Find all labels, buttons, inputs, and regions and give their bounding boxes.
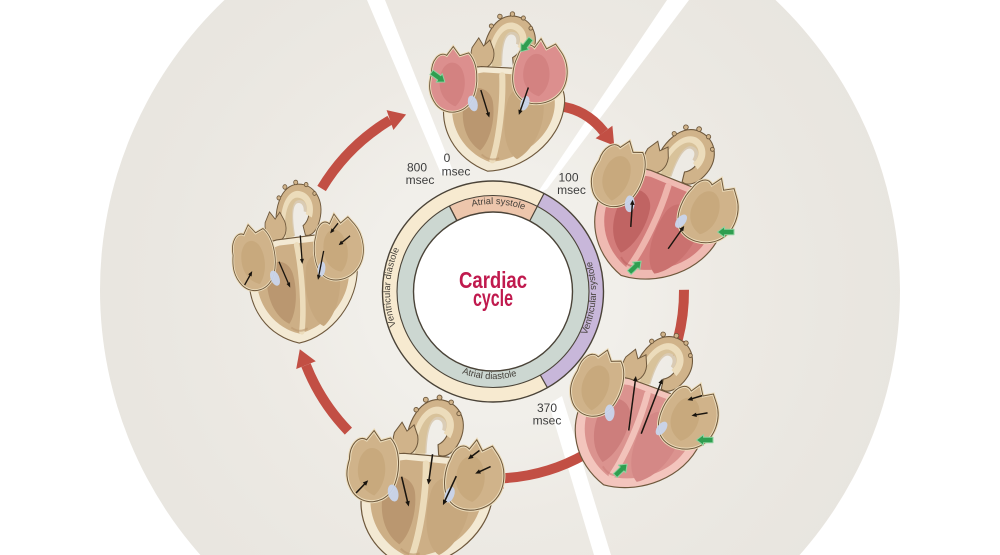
svg-text:0: 0 bbox=[444, 151, 451, 165]
svg-text:msec: msec bbox=[557, 183, 586, 197]
svg-text:msec: msec bbox=[442, 165, 471, 179]
svg-text:msec: msec bbox=[533, 414, 562, 428]
svg-text:370: 370 bbox=[537, 401, 557, 415]
svg-text:800: 800 bbox=[407, 161, 427, 175]
svg-text:cycle: cycle bbox=[473, 285, 513, 311]
svg-text:Cardiac: Cardiac bbox=[459, 267, 527, 293]
svg-text:msec: msec bbox=[406, 173, 435, 187]
svg-text:100: 100 bbox=[558, 171, 578, 185]
